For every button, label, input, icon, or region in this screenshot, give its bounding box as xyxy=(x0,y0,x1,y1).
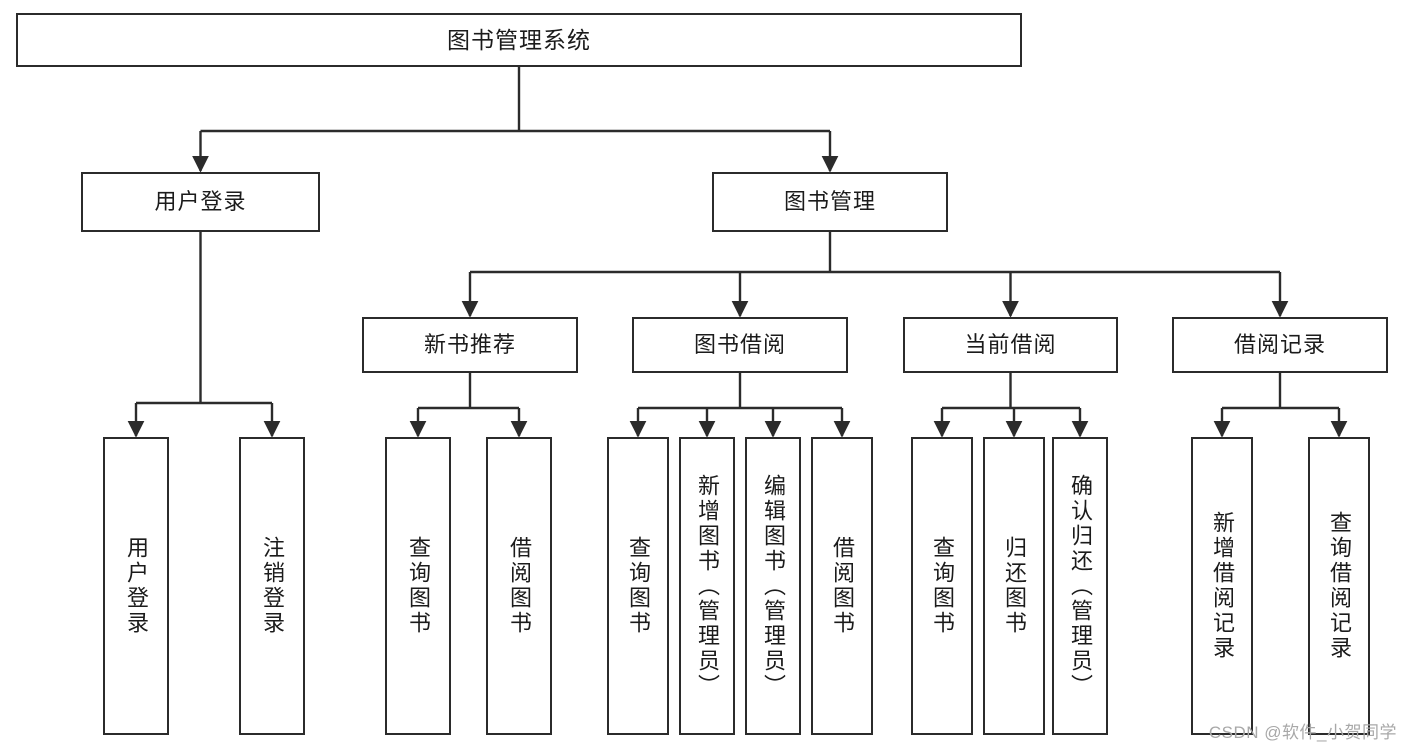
node-label: 借阅图书 xyxy=(829,536,855,636)
node-book-borrow[interactable]: 图书借阅 xyxy=(632,317,848,373)
node-leaf-edit-book-admin[interactable]: 编辑图书（管理员） xyxy=(745,437,801,735)
node-label: 查询图书 xyxy=(625,536,651,636)
node-leaf-return-book[interactable]: 归还图书 xyxy=(983,437,1045,735)
node-label: 新增借阅记录 xyxy=(1209,511,1235,661)
node-label: 归还图书 xyxy=(1001,536,1027,636)
node-label: 借阅图书 xyxy=(506,536,532,636)
node-label: 新增图书（管理员） xyxy=(694,473,720,699)
node-label: 图书管理 xyxy=(783,189,876,215)
node-label: 确认归还（管理员） xyxy=(1067,473,1093,699)
node-label: 注销登录 xyxy=(259,536,285,636)
node-leaf-user-login[interactable]: 用户登录 xyxy=(103,437,169,735)
node-leaf-query-book-current[interactable]: 查询图书 xyxy=(911,437,973,735)
node-book-management[interactable]: 图书管理 xyxy=(712,172,948,232)
node-leaf-confirm-return-admin[interactable]: 确认归还（管理员） xyxy=(1052,437,1108,735)
node-label: 图书管理系统 xyxy=(447,26,591,53)
node-label: 查询图书 xyxy=(929,536,955,636)
node-leaf-add-book-admin[interactable]: 新增图书（管理员） xyxy=(679,437,735,735)
watermark: CSDN @软件_小贺同学 xyxy=(1208,723,1397,742)
node-label: 编辑图书（管理员） xyxy=(760,473,786,699)
node-leaf-query-borrow-record[interactable]: 查询借阅记录 xyxy=(1308,437,1370,735)
node-leaf-logout[interactable]: 注销登录 xyxy=(239,437,305,735)
node-label: 用户登录 xyxy=(154,189,247,215)
node-label: 图书借阅 xyxy=(693,332,786,358)
node-label: 新书推荐 xyxy=(423,332,516,358)
node-label: 查询借阅记录 xyxy=(1326,511,1352,661)
node-label: 当前借阅 xyxy=(964,332,1057,358)
node-borrow-record[interactable]: 借阅记录 xyxy=(1172,317,1388,373)
node-leaf-query-book-recommend[interactable]: 查询图书 xyxy=(385,437,451,735)
node-leaf-query-book-borrow[interactable]: 查询图书 xyxy=(607,437,669,735)
node-new-book-recommend[interactable]: 新书推荐 xyxy=(362,317,578,373)
node-label: 查询图书 xyxy=(405,536,431,636)
node-leaf-add-borrow-record[interactable]: 新增借阅记录 xyxy=(1191,437,1253,735)
node-label: 借阅记录 xyxy=(1233,332,1326,358)
node-leaf-borrow-book-recommend[interactable]: 借阅图书 xyxy=(486,437,552,735)
node-user-login[interactable]: 用户登录 xyxy=(81,172,320,232)
node-label: 用户登录 xyxy=(123,536,149,636)
node-leaf-borrow-book[interactable]: 借阅图书 xyxy=(811,437,873,735)
node-root-book-management-system[interactable]: 图书管理系统 xyxy=(16,13,1022,67)
node-current-borrow[interactable]: 当前借阅 xyxy=(903,317,1118,373)
